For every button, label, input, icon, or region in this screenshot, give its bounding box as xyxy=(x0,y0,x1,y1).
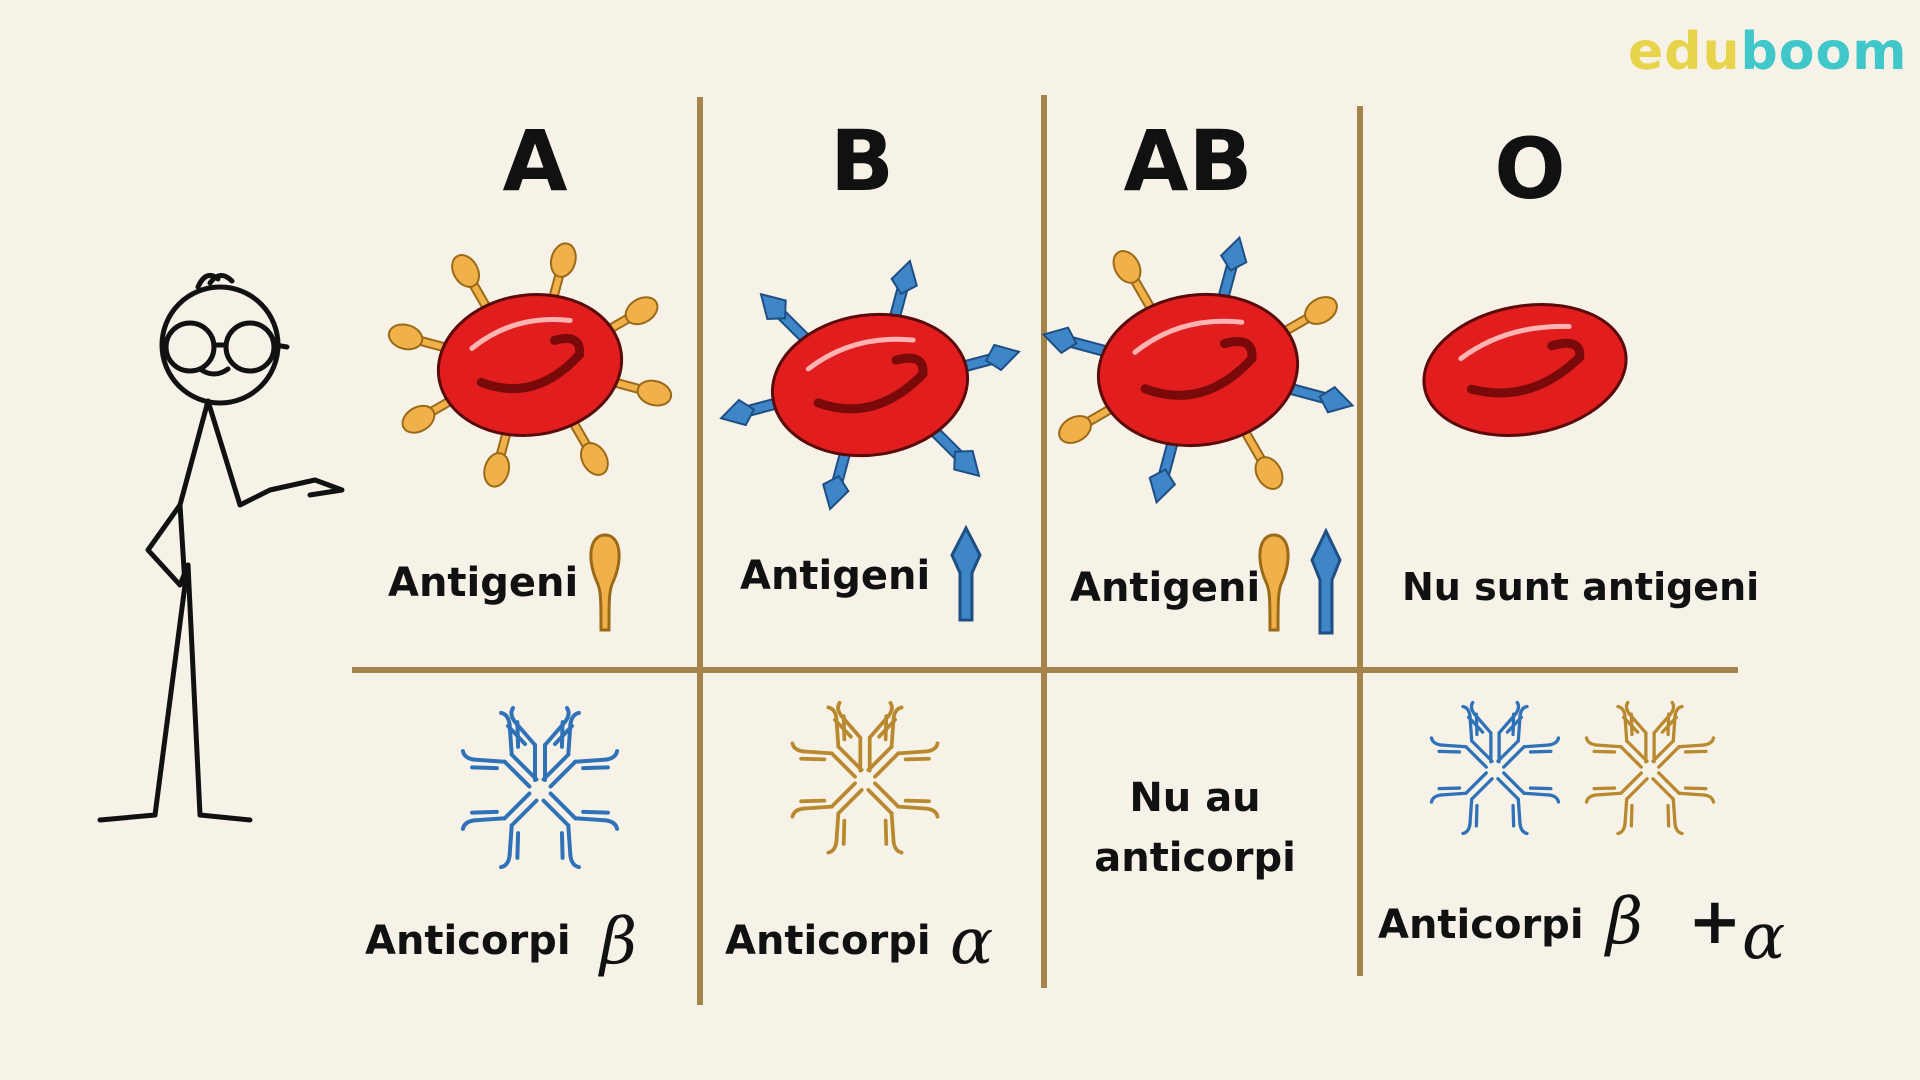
logo-part-edu: edu xyxy=(1628,22,1741,82)
red-blood-cell-type-a xyxy=(387,242,673,488)
cell-body xyxy=(1096,292,1300,448)
antigen-label-ab: Antigeni xyxy=(1070,565,1261,611)
antibody-arm xyxy=(1496,771,1561,836)
antigen-a-icon xyxy=(589,533,621,632)
antigen-b-icon-ab xyxy=(1310,527,1342,635)
antibody-arm xyxy=(866,705,940,779)
cell-body xyxy=(1422,303,1628,437)
antibody-arm xyxy=(1467,700,1523,764)
antibody-arm xyxy=(1429,704,1494,769)
cell-body xyxy=(436,293,624,437)
alpha-symbol-o: α xyxy=(1742,900,1786,974)
antigen-a-marker xyxy=(566,415,609,476)
blood-type-b-header: B xyxy=(829,112,895,210)
blood-type-o-header: O xyxy=(1494,120,1566,218)
antibody-arm xyxy=(1584,704,1649,769)
cell-body xyxy=(770,312,970,458)
stick-figure-illustration xyxy=(97,272,345,823)
antibody-label-b: Anticorpi xyxy=(725,918,931,964)
antibody-arm xyxy=(790,781,864,855)
no-antibodies-line2: anticorpi xyxy=(1094,835,1296,881)
antibody-alpha-cluster-o xyxy=(1584,700,1716,836)
antibody-label-o: Anticorpi xyxy=(1378,902,1584,948)
no-antigens-label-o: Nu sunt antigeni xyxy=(1402,565,1760,609)
red-blood-cell-type-ab xyxy=(1041,235,1355,505)
antibody-arm xyxy=(790,705,864,779)
antigen-b-marker xyxy=(759,292,812,345)
row-divider xyxy=(352,667,1738,673)
antibody-arm xyxy=(506,706,574,782)
plus-sign-o: + xyxy=(1688,885,1742,959)
blood-type-a-header: A xyxy=(502,112,568,210)
antigen-a-marker xyxy=(1112,250,1157,314)
red-blood-cell-type-b xyxy=(719,259,1021,511)
antibody-beta-cluster-o xyxy=(1429,700,1561,836)
antigen-label-a: Antigeni xyxy=(388,560,579,606)
antibody-arm xyxy=(1584,771,1649,836)
antigen-a-icon-ab xyxy=(1258,533,1290,632)
no-antibodies-line1: Nu au xyxy=(1129,775,1261,821)
eduboom-logo: eduboom xyxy=(1628,22,1907,82)
antigen-a-marker xyxy=(1239,426,1284,490)
antibody-arm xyxy=(1651,704,1716,769)
antibody-arm xyxy=(460,791,539,870)
column-divider-2 xyxy=(1041,95,1047,988)
antibody-arm xyxy=(1651,771,1716,836)
antigen-b-marker xyxy=(1284,381,1355,414)
antibody-arm xyxy=(1622,700,1678,764)
beta-symbol-o: β xyxy=(1606,885,1643,959)
antigen-b-marker xyxy=(1041,326,1112,359)
antibody-label-a: Anticorpi xyxy=(365,918,571,964)
column-divider-3 xyxy=(1357,106,1363,976)
antibody-arm xyxy=(1429,771,1494,836)
antibody-arm xyxy=(833,700,897,773)
antigen-b-icon xyxy=(950,524,982,622)
antibody-arm xyxy=(541,791,620,870)
antigen-label-b: Antigeni xyxy=(740,553,931,599)
logo-part-boom: boom xyxy=(1740,22,1908,82)
alpha-symbol-b: α xyxy=(950,905,994,979)
beta-symbol-a: β xyxy=(600,905,637,979)
red-blood-cell-type-o xyxy=(1422,303,1628,437)
antibody-beta-cluster-a xyxy=(460,706,620,870)
antibody-arm xyxy=(1496,704,1561,769)
antibody-arm xyxy=(460,710,539,789)
column-divider-1 xyxy=(697,97,703,1005)
antibody-alpha-cluster-b xyxy=(790,700,940,855)
blood-type-ab-header: AB xyxy=(1123,112,1253,210)
antibody-arm xyxy=(866,781,940,855)
antibody-arm xyxy=(541,710,620,789)
